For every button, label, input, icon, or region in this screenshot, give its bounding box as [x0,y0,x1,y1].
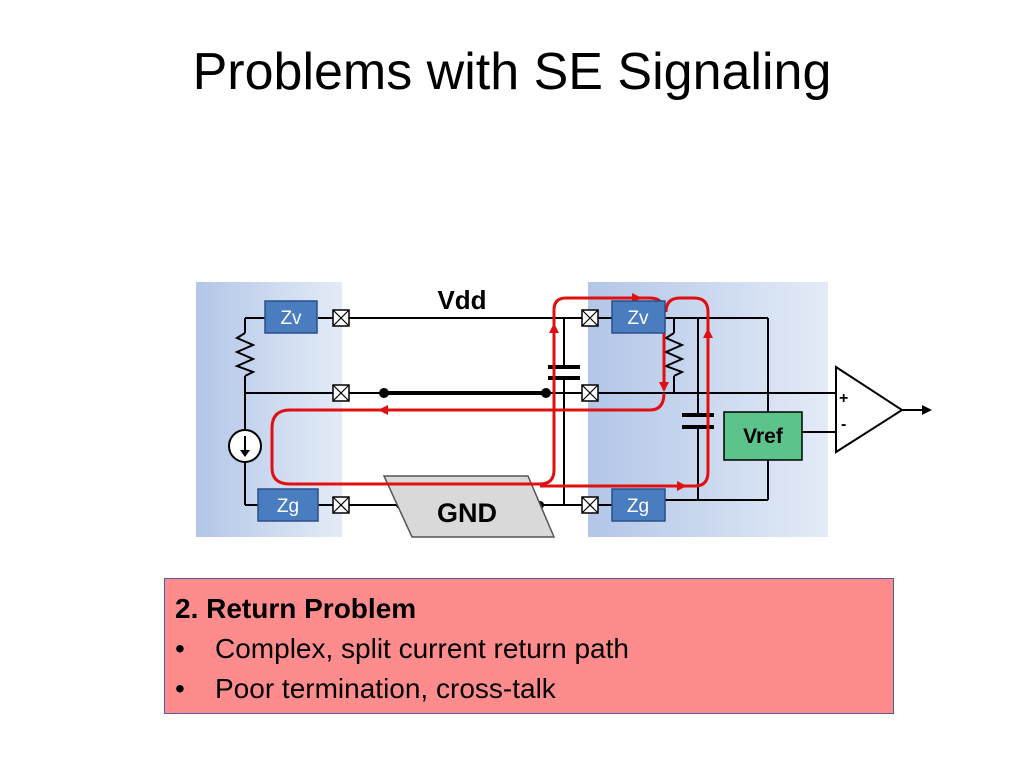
pad-icon [332,309,350,327]
comparator-plus: + [839,390,848,407]
zg-right-label: Zg [627,496,649,517]
return-problem-box: 2. Return Problem • Complex, split curre… [164,578,894,714]
current-source-icon [228,429,262,463]
bullet-text: Complex, split current return path [215,633,629,664]
zv-right-label: Zv [627,308,649,329]
bullet-text: Poor termination, cross-talk [215,673,556,704]
gnd-label: GND [437,498,497,528]
pad-icon [332,384,350,402]
bullet-symbol: • [175,633,185,664]
bullet-symbol: • [175,673,185,704]
zg-right-box: Zg [611,488,666,522]
zg-left-box: Zg [257,488,319,522]
comparator-icon [835,365,904,454]
vref-label: Vref [743,425,784,448]
junction-dot [379,388,389,398]
right-chip-wiring [597,317,932,506]
junction-dot [541,388,551,398]
zv-left-label: Zv [280,308,302,329]
slide-title: Problems with SE Signaling [192,43,832,101]
zg-left-label: Zg [277,496,299,517]
info-heading: 2. Return Problem [175,593,417,624]
pad-icon [332,496,350,514]
vdd-label: Vdd [437,285,486,315]
vref-box: Vref [723,411,803,461]
pad-icon [581,496,599,514]
return-current-path [270,293,713,491]
zv-right-box: Zv [611,300,666,334]
pad-icon [581,309,599,327]
gnd-plane [382,475,556,538]
comparator-minus: - [841,416,846,433]
bullet-item: • Complex, split current return path [175,629,893,669]
pad-icon [581,384,599,402]
left-chip-wiring [234,317,333,506]
zv-left-box: Zv [264,300,318,334]
bullet-item: • Poor termination, cross-talk [175,669,893,709]
